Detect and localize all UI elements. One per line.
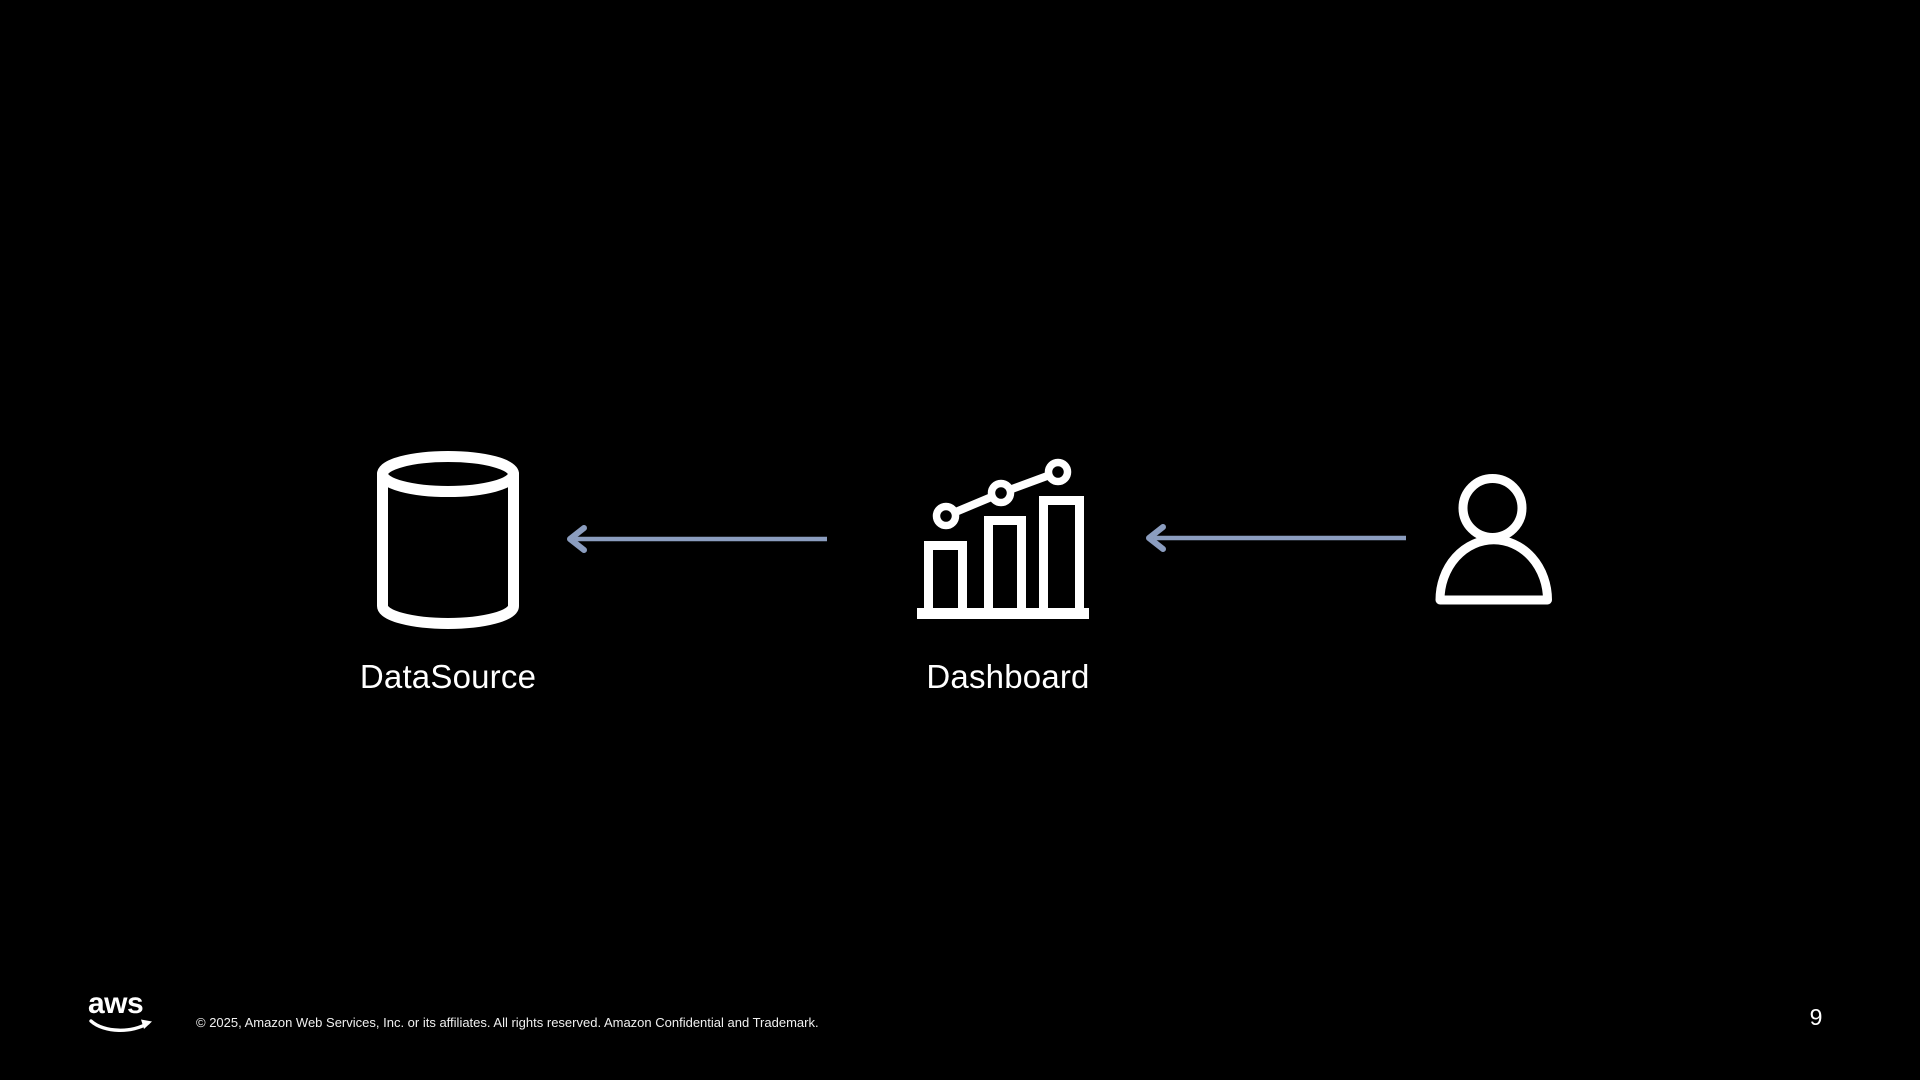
arrow-user-to-dashboard	[1146, 524, 1406, 552]
person-icon	[1435, 474, 1552, 605]
arrow-dashboard-to-datasource	[567, 525, 827, 553]
footer-copyright: © 2025, Amazon Web Services, Inc. or its…	[196, 1015, 819, 1030]
bar-chart-trend-icon	[917, 458, 1089, 619]
aws-smile-icon	[89, 1019, 152, 1032]
node-user	[1433, 468, 1557, 608]
slide-page-number: 9	[1809, 1004, 1823, 1030]
aws-logo-text: aws	[88, 987, 144, 1020]
node-label-dashboard: Dashboard	[926, 658, 1090, 695]
node-label-datasource: DataSource	[359, 658, 537, 695]
node-dashboard	[915, 452, 1091, 620]
node-datasource	[377, 450, 519, 634]
database-icon	[377, 451, 519, 629]
aws-logo: aws	[88, 987, 154, 1039]
